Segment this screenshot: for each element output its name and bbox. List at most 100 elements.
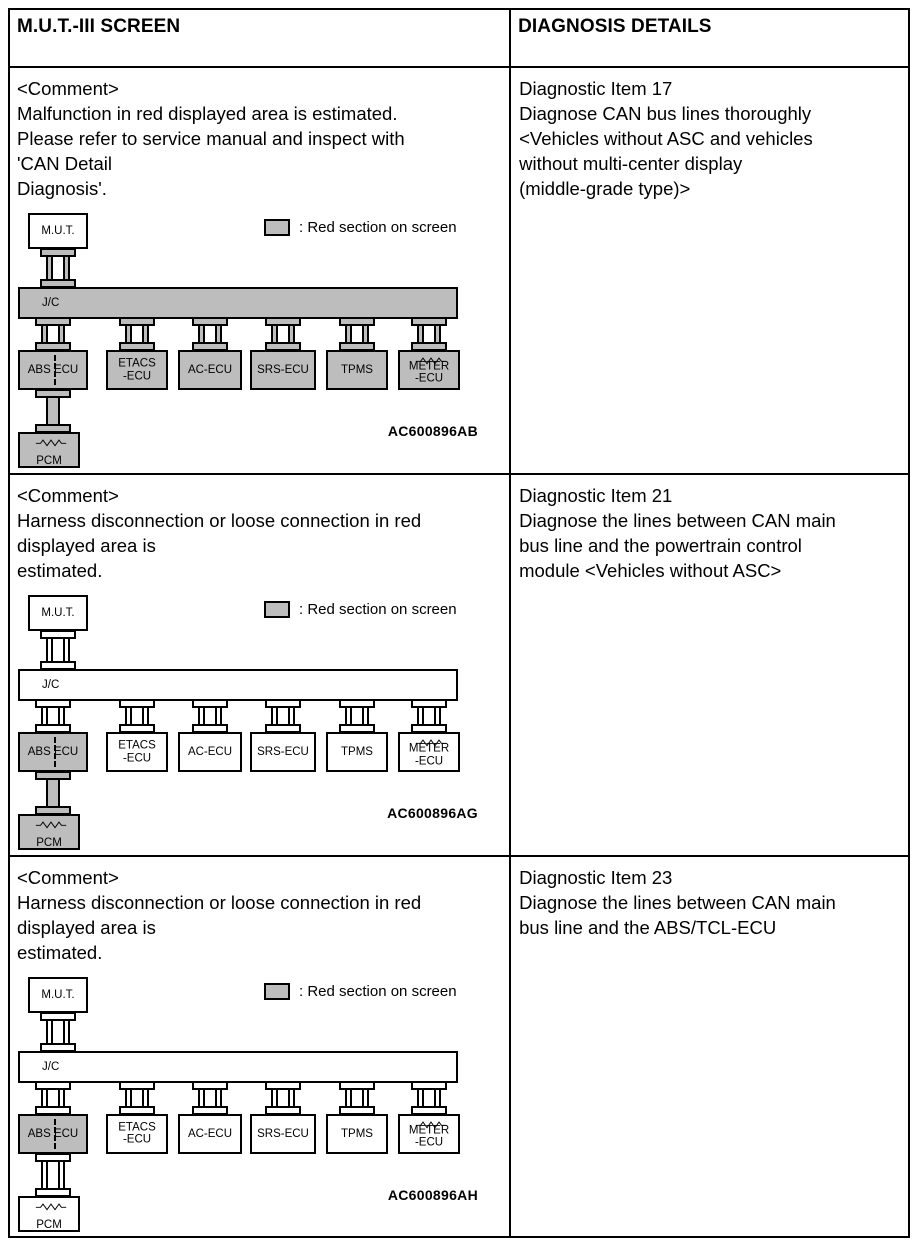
header-label-diagnosis-details: DIAGNOSIS DETAILS	[518, 16, 712, 37]
diagram-code: AC600896AG	[387, 805, 478, 822]
wire-jc-to-abs	[41, 708, 65, 727]
wire-line	[288, 326, 295, 344]
wire-jc-to-meter	[417, 708, 441, 727]
node-label-meter-ecu-line-2: -ECU	[414, 1136, 444, 1149]
wire-line	[362, 326, 369, 344]
wire-jc-to-srs	[271, 708, 295, 727]
comment-line-2-2: displayed area is	[17, 535, 156, 557]
node-ac-ecu: AC-ECU	[178, 732, 242, 773]
wire-jc-to-etacs	[125, 1089, 149, 1108]
comment-block-2: <Comment> Harness disconnection or loose…	[10, 475, 509, 583]
wire-line	[125, 326, 132, 344]
comment-line-3-1: Harness disconnection or loose connectio…	[17, 891, 422, 913]
wire-line	[417, 326, 424, 344]
comment-block-3: <Comment> Harness disconnection or loose…	[10, 857, 509, 965]
connector-tab-abs-bottom	[35, 771, 71, 781]
node-ac-ecu: AC-ECU	[178, 350, 242, 390]
connector-tab-jc-srs	[265, 699, 301, 709]
node-label-meter-ecu-line-2: -ECU	[414, 372, 444, 385]
wire-line	[345, 1089, 352, 1108]
details-line-2-1: Diagnostic Item 21	[519, 485, 673, 507]
node-label-ac-ecu: AC-ECU	[187, 1127, 233, 1140]
wire-line	[46, 639, 53, 664]
header-cell-diagnosis-details: DIAGNOSIS DETAILS	[509, 8, 910, 68]
connector-tab-jc-ac	[192, 699, 228, 709]
node-jc: J/C	[18, 287, 458, 319]
wire-line	[417, 1089, 424, 1108]
comment-line-1-2: Please refer to service manual and inspe…	[17, 128, 405, 149]
comment-line-2-3: estimated.	[17, 560, 103, 582]
node-label-etacs-ecu-line-2: -ECU	[122, 752, 152, 765]
comment-line-1-1: Malfunction in red displayed area is est…	[17, 103, 398, 124]
node-label-tpms: TPMS	[341, 746, 373, 759]
resistor-symbol-pcm	[35, 438, 67, 451]
comment-title-2: <Comment>	[17, 485, 119, 507]
node-label-abs-ecu: ABS ECU	[27, 363, 79, 376]
node-tpms: TPMS	[326, 1113, 388, 1154]
details-line-1-2: Diagnose CAN bus lines thoroughly	[519, 103, 812, 124]
connector-tab-jc-srs	[265, 317, 301, 326]
connector-tab-jc-meter	[411, 1080, 447, 1090]
node-meter-ecu: METER-ECU	[398, 732, 460, 773]
resistor-symbol-pcm	[35, 820, 67, 833]
node-label-pcm: PCM	[36, 1218, 62, 1231]
node-label-srs-ecu: SRS-ECU	[257, 363, 309, 376]
node-ac-ecu: AC-ECU	[178, 1113, 242, 1154]
wire-line	[362, 1089, 369, 1108]
node-pcm: PCM	[18, 1195, 80, 1232]
node-label-meter-ecu-line-1: METER	[408, 742, 450, 755]
abs-ecu-divider	[54, 737, 56, 768]
node-abs-ecu: ABS ECU	[18, 1113, 88, 1154]
diagnosis-details-cell-3: Diagnostic Item 23 Diagnose the lines be…	[509, 854, 910, 1239]
wire-jc-to-tpms	[345, 708, 369, 727]
wire-line	[58, 708, 65, 727]
wire-line	[41, 1161, 48, 1190]
details-line-3-1: Diagnostic Item 23	[519, 866, 673, 888]
connector-tab-jc-abs	[35, 1080, 71, 1090]
connector-tab-jc-srs	[265, 1080, 301, 1090]
header-cell-mut-screen: M.U.T.-III SCREEN	[7, 8, 512, 68]
node-label-meter-ecu-line-1: METER	[408, 360, 450, 373]
details-block-3: Diagnostic Item 23 Diagnose the lines be…	[511, 857, 908, 940]
wire-line	[271, 1089, 278, 1108]
comment-title-3: <Comment>	[17, 866, 119, 888]
wire-line	[288, 708, 295, 727]
connector-tab-mut-bottom	[40, 248, 76, 257]
connector-tab-jc-abs	[35, 317, 71, 326]
details-line-1-5: (middle-grade type)>	[519, 178, 691, 199]
details-line-2-4: module <Vehicles without ASC>	[519, 560, 782, 582]
node-label-ac-ecu: AC-ECU	[187, 363, 233, 376]
diagnosis-table: M.U.T.-III SCREEN DIAGNOSIS DETAILS <Com…	[7, 8, 910, 1239]
node-label-tpms: TPMS	[341, 363, 373, 376]
node-meter-ecu: METER-ECU	[398, 1113, 460, 1154]
details-line-2-3: bus line and the powertrain control	[519, 535, 802, 557]
wire-jc-to-ac	[198, 326, 222, 344]
diagram-code: AC600896AB	[387, 423, 478, 439]
wire-line	[63, 639, 70, 664]
comment-block-1: <Comment> Malfunction in red displayed a…	[10, 68, 509, 201]
abs-ecu-divider	[54, 355, 56, 385]
connector-tab-abs-bottom	[35, 389, 71, 398]
wire-line	[417, 708, 424, 727]
connector-tab-jc-etacs	[119, 317, 155, 326]
wire-jc-to-ac	[198, 1089, 222, 1108]
wire-line	[142, 708, 149, 727]
wire-line	[434, 1089, 441, 1108]
node-label-etacs-ecu-line-2: -ECU	[122, 1133, 152, 1146]
wire-abs-to-pcm	[46, 398, 60, 426]
diagram-legend: : Red section on screen	[264, 601, 457, 619]
wire-line	[198, 708, 205, 727]
node-label-etacs-ecu-line-2: -ECU	[122, 370, 152, 382]
node-label-jc: J/C	[42, 1060, 60, 1073]
mut-screen-cell-3: <Comment> Harness disconnection or loose…	[7, 854, 512, 1239]
wire-line	[198, 1089, 205, 1108]
wire-line	[41, 326, 48, 344]
connector-tab-jc-meter	[411, 699, 447, 709]
node-jc: J/C	[18, 669, 458, 702]
node-label-srs-ecu: SRS-ECU	[257, 1127, 309, 1140]
wire-mut-to-jc	[46, 257, 70, 281]
connector-tab-jc-etacs	[119, 1080, 155, 1090]
